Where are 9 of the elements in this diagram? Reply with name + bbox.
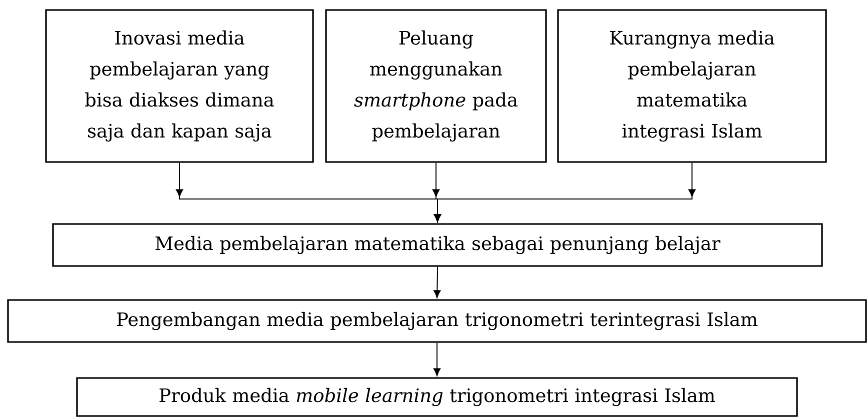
arrow [434, 162, 696, 222]
process-box: Inovasi media pembelajaran yang bisa diakses dimana saja dan kapan saja [45, 9, 314, 163]
process-box: Peluang menggunakan smartphone pada pembelajaran [325, 9, 547, 163]
arrow [434, 266, 441, 298]
process-box: Produk media mobile learning trigonometri integrasi Islam [76, 377, 798, 417]
process-box: Kurangnya media pembelajaran matematika integrasi Islam [557, 9, 827, 163]
process-box: Pengembangan media pembelajaran trigonometri terintegrasi Islam [7, 299, 867, 343]
process-box: Media pembelajaran matematika sebagai penunjang belajar [52, 223, 823, 267]
arrow [433, 342, 441, 376]
